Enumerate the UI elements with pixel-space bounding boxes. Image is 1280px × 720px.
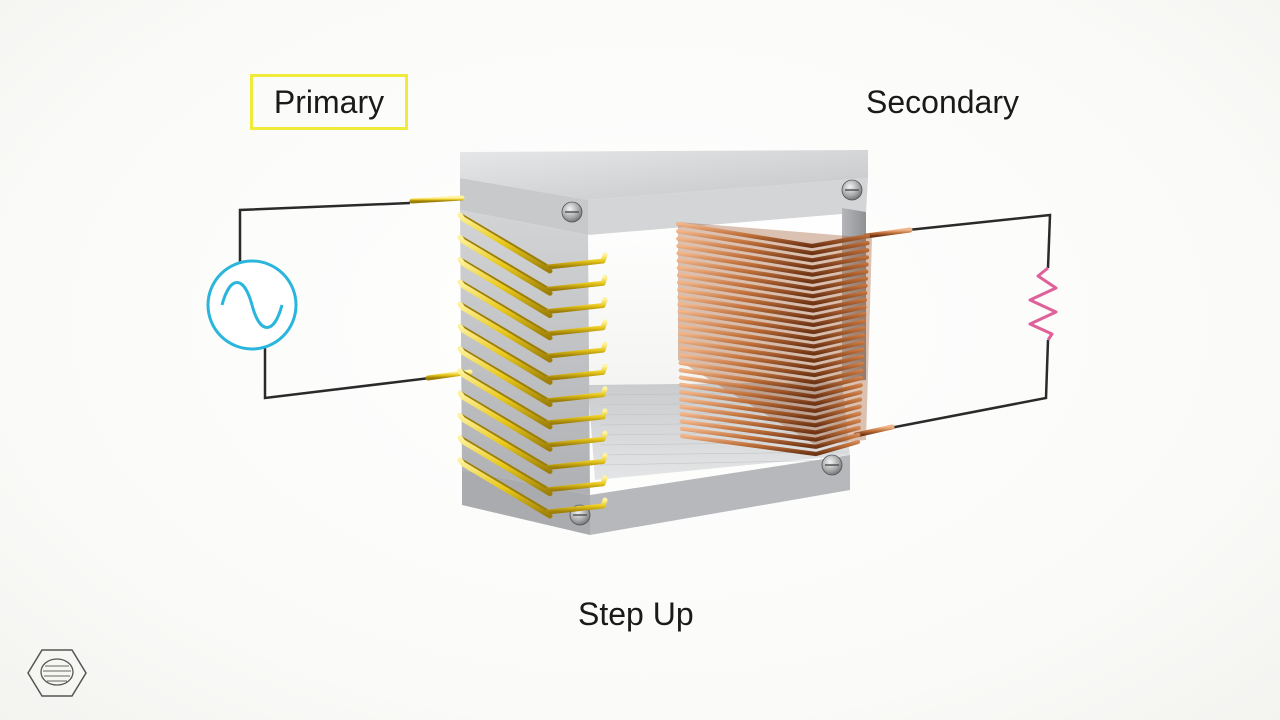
secondary-coil-turn	[676, 258, 869, 284]
secondary-coil-turn	[677, 287, 867, 313]
primary-coil-turn-front	[545, 319, 608, 337]
primary-coil-turn-side	[457, 257, 553, 319]
secondary-coil-turn	[676, 251, 869, 277]
secondary-coil-turn	[678, 353, 864, 378]
secondary-coil-turn	[679, 404, 862, 428]
primary-coil-turn-front	[545, 408, 608, 426]
primary-coil-turn-side	[457, 457, 553, 519]
primary-coil-turn-side	[457, 212, 553, 274]
primary-coil-turn-side	[457, 368, 553, 430]
primary-coil-turn-front	[545, 452, 608, 470]
secondary-coil-turn	[678, 368, 864, 392]
primary-coil-turn-side	[457, 435, 553, 497]
primary-coil-turn-front	[545, 475, 608, 493]
core-screws	[561, 179, 863, 526]
primary-coil-turn-front	[545, 274, 608, 292]
hex-nut-logo-icon	[27, 649, 87, 697]
secondary-coil-turn	[679, 419, 861, 442]
secondary-label: Secondary	[866, 84, 1019, 120]
primary-coil-turn-front	[545, 497, 608, 515]
secondary-circuit-wires	[889, 213, 1052, 430]
secondary-coil-turn	[677, 302, 867, 327]
primary-coil-turn-front	[545, 363, 608, 381]
secondary-coil-turn	[676, 229, 870, 256]
secondary-coil-turn	[677, 295, 867, 320]
primary-coil-turn-front	[545, 252, 608, 270]
primary-label-text: Primary	[273, 84, 385, 120]
primary-coil-turn-side	[457, 279, 553, 341]
secondary-coil-turn	[677, 316, 866, 342]
secondary-coil-turn	[679, 397, 862, 421]
secondary-coil-turn	[679, 426, 861, 449]
secondary-coil-turn	[678, 346, 865, 371]
primary-coil-turn-front	[545, 386, 608, 404]
ac-source-icon	[206, 259, 298, 351]
primary-coil-turn-front	[545, 430, 608, 448]
primary-coil-turn-side	[457, 323, 553, 385]
primary-coil-turn-front	[545, 297, 608, 315]
secondary-coil-turn	[678, 360, 864, 385]
secondary-coil-turn	[677, 324, 866, 349]
step-up-label: Step Up	[578, 596, 694, 632]
secondary-coil-turn	[678, 375, 863, 399]
secondary-coil-turn	[676, 265, 869, 292]
primary-coil	[409, 195, 608, 519]
secondary-coil	[675, 221, 913, 457]
primary-coil-turn-front	[545, 341, 608, 359]
secondary-coil-turn	[676, 236, 870, 263]
secondary-coil-turn	[676, 243, 870, 270]
secondary-coil-turn	[677, 309, 866, 335]
secondary-coil-turn	[679, 390, 863, 414]
secondary-coil-turn	[675, 221, 871, 249]
primary-coil-turn-side	[457, 234, 553, 296]
primary-coil-turn-side	[457, 301, 553, 363]
primary-label: Primary	[250, 74, 408, 130]
secondary-coil-turn	[676, 273, 868, 299]
secondary-coil-turn	[677, 331, 865, 356]
secondary-coil-turn	[679, 411, 862, 435]
secondary-coil-turn	[678, 382, 863, 406]
primary-coil-turn-side	[457, 390, 553, 452]
resistor-icon	[1028, 266, 1058, 341]
secondary-coil-turn	[677, 280, 868, 306]
secondary-coil-turn	[679, 433, 861, 457]
primary-coil-turn-side	[457, 346, 553, 408]
primary-coil-turn-side	[457, 412, 553, 474]
secondary-coil-turn	[678, 338, 865, 363]
